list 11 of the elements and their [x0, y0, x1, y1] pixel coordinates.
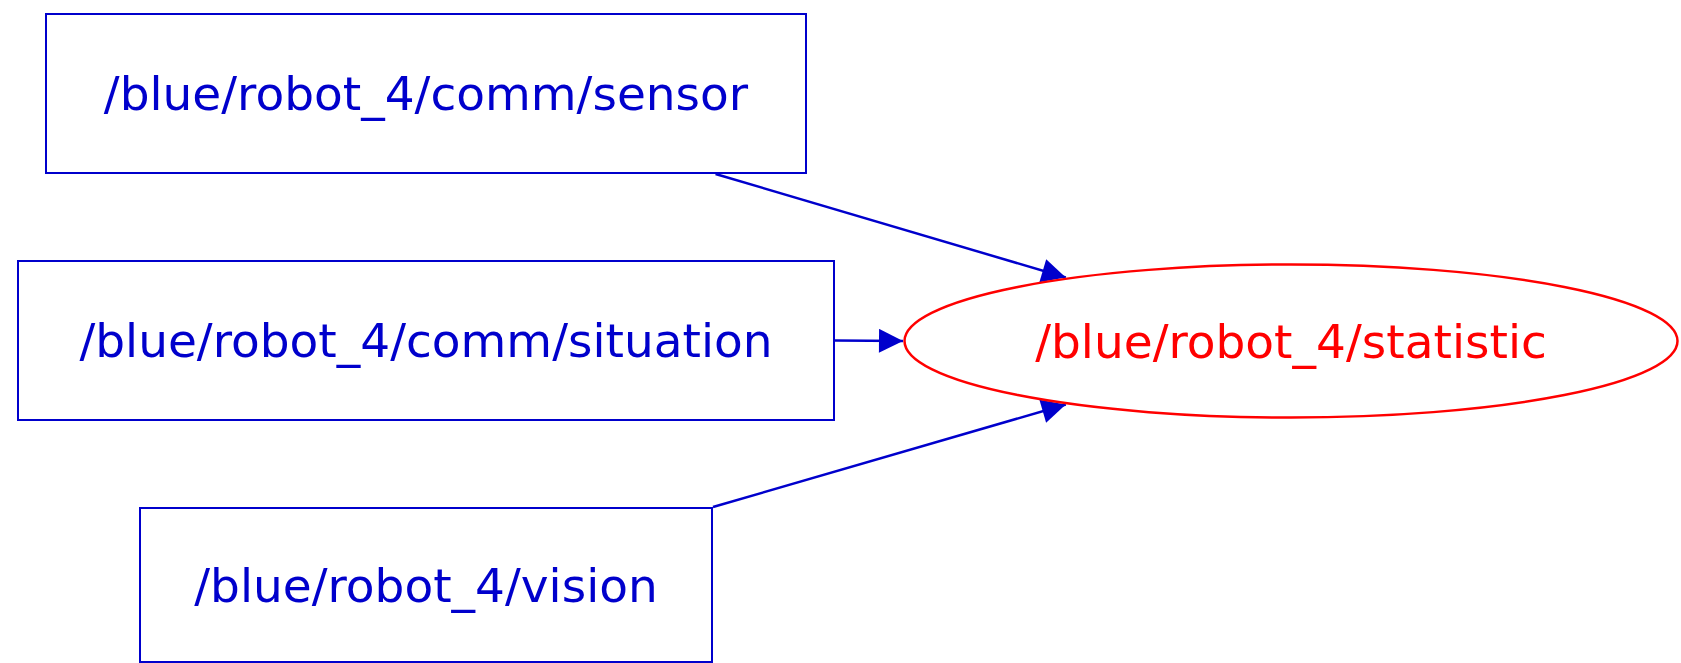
topic-label: /blue/robot_4/statistic [1035, 313, 1547, 369]
topic-ellipse [903, 263, 1679, 419]
topic-label: /blue/robot_4/comm/situation [79, 313, 773, 368]
topic-box [45, 13, 807, 174]
arrow [712, 399, 1067, 509]
arrow [715, 172, 1067, 283]
topic-label: /blue/robot_4/comm/sensor [103, 66, 749, 121]
arrow [835, 328, 903, 353]
topic-box [17, 260, 835, 421]
topic-box [139, 507, 713, 663]
topic-label: /blue/robot_4/vision [194, 557, 658, 613]
